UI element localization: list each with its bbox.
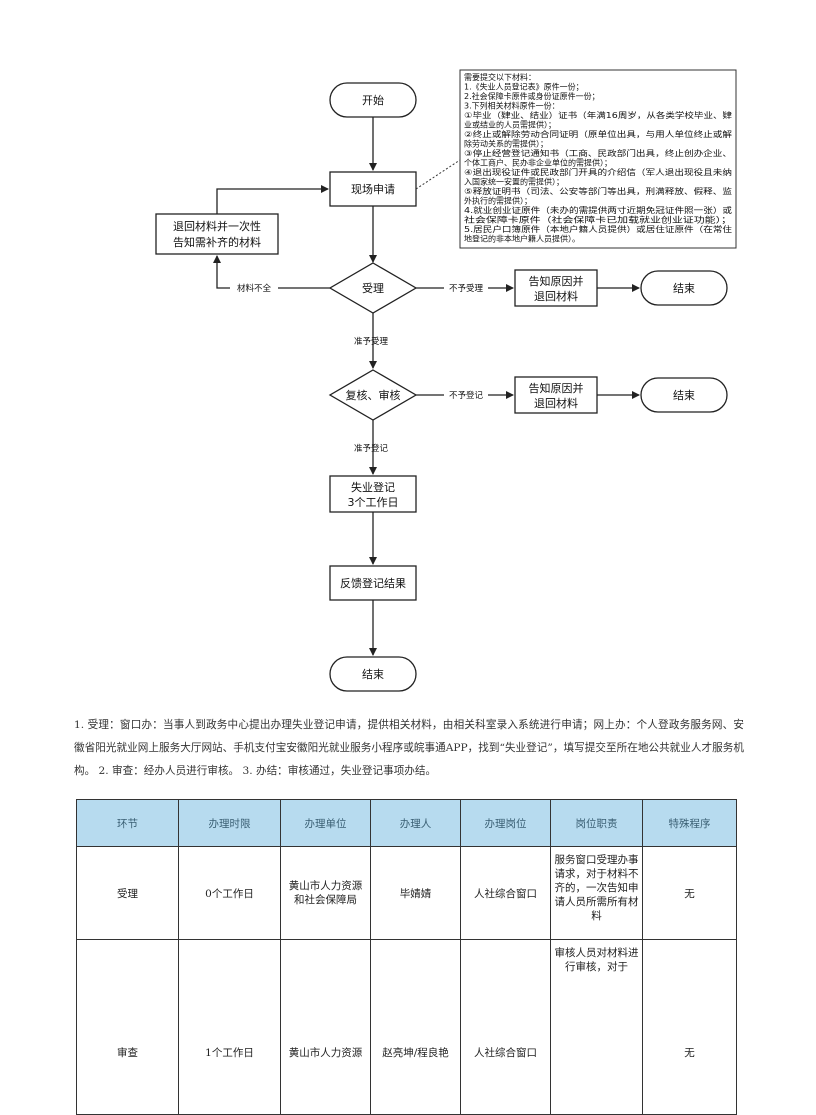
cell-stage: 受理 bbox=[76, 846, 179, 940]
header-stage: 环节 bbox=[76, 799, 179, 847]
register-label-1: 失业登记 bbox=[351, 480, 395, 494]
table-row: 受理 0个工作日 黄山市人力资源和社会保障局 毕婧婧 人社综合窗口 服务窗口受理… bbox=[76, 846, 737, 940]
cell-duty: 服务窗口受理办事请求，对于材料不齐的，一次告知申请人员所需所有材料 bbox=[550, 846, 643, 940]
cell-post: 人社综合窗口 bbox=[460, 846, 551, 940]
materials-note-line: 2.社会保障卡原件或身份证原件一份； bbox=[464, 91, 600, 101]
notify-reason-label-2b: 退回材料 bbox=[534, 396, 578, 410]
approved-label: 准予登记 bbox=[354, 443, 389, 454]
not-accepted-label: 不予受理 bbox=[449, 283, 484, 294]
notify-reason-node-2 bbox=[514, 376, 598, 414]
cell-duty: 审核人员对材料进行审核，对于 bbox=[550, 939, 643, 1115]
notify-reason-label-1b: 退回材料 bbox=[534, 289, 578, 303]
materials-note-line: 社会保障卡原件（社会保障卡已加载就业创业证功能）； bbox=[464, 215, 732, 225]
review-decision-label: 复核、审核 bbox=[346, 388, 401, 402]
notify-reason-node-1 bbox=[514, 269, 598, 307]
materials-note-line: 3.下列相关材料原件一份： bbox=[464, 101, 560, 111]
cell-handler: 赵亮坤/程良艳 bbox=[370, 939, 461, 1115]
materials-note-line: 4.就业创业证原件（未办的需提供两寸近期免冠证件照一张）或 bbox=[464, 205, 732, 215]
header-post: 办理岗位 bbox=[460, 799, 551, 847]
connector-incomplete bbox=[213, 255, 330, 289]
end-node-2-label: 结束 bbox=[673, 389, 695, 402]
cell-special: 无 bbox=[642, 846, 737, 940]
end-node-final bbox=[329, 656, 417, 692]
materials-note-line: 需要提交以下材料： bbox=[464, 72, 536, 82]
cell-post: 人社综合窗口 bbox=[460, 939, 551, 1115]
cell-duty-text: 服务窗口受理办事请求，对于材料不齐的，一次告知申请人员所需所有材料 bbox=[554, 854, 639, 922]
flowchart: 开始 现场申请 需要提交以下材料： 1.《失业人员登记表》原件一份； 2.社会保… bbox=[155, 69, 737, 692]
accept-decision-label: 受理 bbox=[362, 282, 384, 295]
end-node-final-label: 结束 bbox=[362, 668, 384, 681]
materials-note-box bbox=[459, 69, 737, 249]
materials-note-line: 除劳动关系的需提供）； bbox=[464, 139, 548, 149]
connector-return-to-apply bbox=[216, 185, 329, 214]
header-time-limit: 办理时限 bbox=[178, 799, 281, 847]
materials-note-line: ④退出现役证件或民政部门开具的介绍信（军人退出现役且未纳 bbox=[464, 167, 732, 177]
cell-handler: 毕婧婧 bbox=[370, 846, 461, 940]
materials-note-line: 5.居民户口簿原件（本地户籍人员提供）或居住证原件（在常住 bbox=[464, 224, 732, 234]
on-site-application-node bbox=[329, 171, 417, 207]
cell-special: 无 bbox=[642, 939, 737, 1115]
cell-unit: 黄山市人力资源和社会保障局 bbox=[280, 846, 371, 940]
materials-note-line: ①毕业（肄业、结业）证书（年满16周岁，从各类学校毕业、肄 bbox=[464, 110, 732, 120]
cell-duty-text: 审核人员对材料进行审核，对于 bbox=[554, 947, 639, 973]
cell-time-limit: 0个工作日 bbox=[178, 846, 281, 940]
header-handler: 办理人 bbox=[370, 799, 461, 847]
procedure-table: 环节 办理时限 办理单位 办理人 办理岗位 岗位职责 特殊程序 受理 0个工作日… bbox=[76, 799, 737, 1115]
materials-note-line: ⑤释放证明书（司法、公安等部门等出具，刑满释放、假释、监 bbox=[464, 186, 732, 196]
materials-note-line: ②终止或解除劳动合同证明（原单位出具，与用人单位终止或解 bbox=[464, 129, 732, 139]
register-label-2: 3个工作日 bbox=[348, 496, 399, 509]
cell-unit: 黄山市人力资源 bbox=[280, 939, 371, 1115]
feedback-label: 反馈登记结果 bbox=[340, 576, 406, 590]
materials-note-line: 个体工商户、民办非企业单位的需提供）； bbox=[464, 158, 612, 168]
header-duty: 岗位职责 bbox=[550, 799, 643, 847]
materials-note-line: ③停止经营登记通知书（工商、民政部门出具，终止创办企业、 bbox=[464, 148, 732, 158]
table-header-row: 环节 办理时限 办理单位 办理人 办理岗位 岗位职责 特殊程序 bbox=[76, 799, 737, 847]
cell-time-limit: 1个工作日 bbox=[178, 939, 281, 1115]
notify-reason-label-1a: 告知原因并 bbox=[529, 274, 584, 288]
on-site-application-label: 现场申请 bbox=[351, 182, 395, 196]
materials-note-line: 地登记的非本地户籍人员提供）。 bbox=[464, 234, 580, 244]
accepted-label: 准予受理 bbox=[354, 336, 389, 347]
end-node-1 bbox=[640, 270, 728, 306]
materials-note-lines: 需要提交以下材料： 1.《失业人员登记表》原件一份； 2.社会保障卡原件或身份证… bbox=[464, 72, 732, 244]
return-materials-label-1: 退回材料并一次性 bbox=[173, 219, 261, 233]
start-node-label: 开始 bbox=[362, 93, 384, 107]
note-connector bbox=[415, 159, 461, 190]
feedback-node bbox=[329, 565, 417, 601]
materials-note-line: 1.《失业人员登记表》原件一份； bbox=[464, 82, 584, 92]
return-materials-node bbox=[155, 213, 279, 255]
materials-note-line: 业或结业的人员需提供）； bbox=[464, 120, 556, 130]
table-row: 审查 1个工作日 黄山市人力资源 赵亮坤/程良艳 人社综合窗口 审核人员对材料进… bbox=[76, 939, 737, 1115]
materials-note-line: 外执行的需提供）； bbox=[464, 196, 532, 206]
process-description: 1. 受理：窗口办：当事人到政务中心提出办理失业登记申请，提供相关材料，由相关科… bbox=[74, 719, 744, 777]
header-special: 特殊程序 bbox=[642, 799, 737, 847]
incomplete-label: 材料不全 bbox=[237, 283, 272, 294]
cell-stage: 审查 bbox=[76, 939, 179, 1115]
end-node-2 bbox=[640, 377, 728, 413]
notify-reason-label-2a: 告知原因并 bbox=[529, 381, 584, 395]
materials-note-line: 入国家统一安置的需提供）； bbox=[464, 177, 564, 187]
end-node-1-label: 结束 bbox=[673, 282, 695, 295]
not-registered-label: 不予登记 bbox=[449, 390, 484, 401]
return-materials-label-2: 告知需补齐的材料 bbox=[173, 235, 261, 249]
header-unit: 办理单位 bbox=[280, 799, 371, 847]
